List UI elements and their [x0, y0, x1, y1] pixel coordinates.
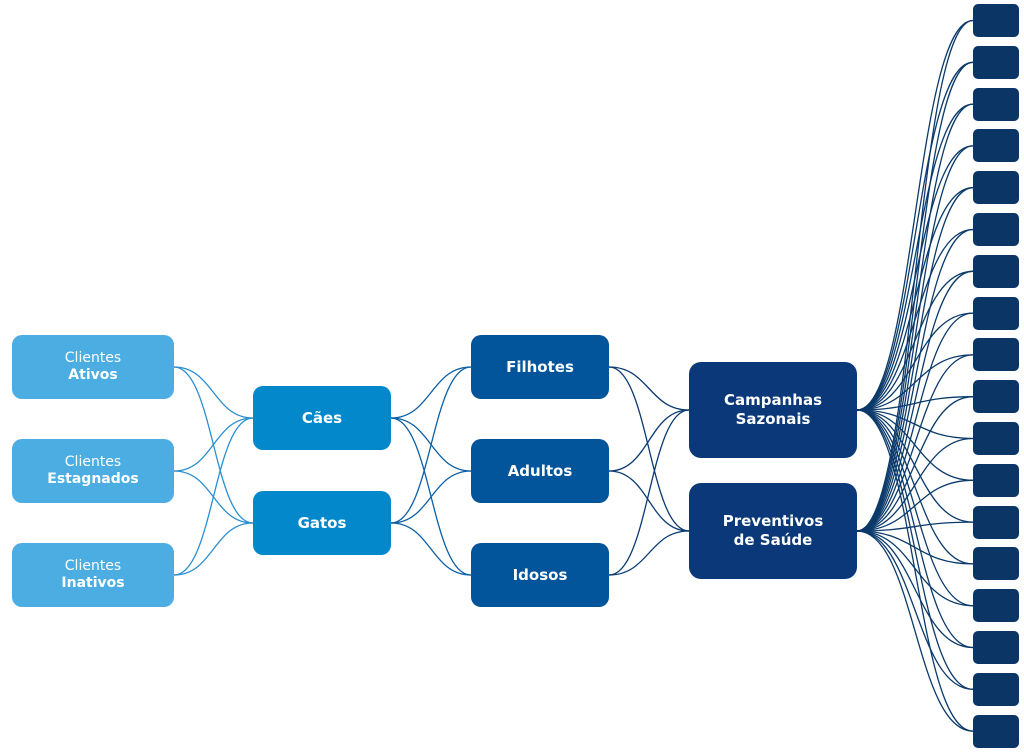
- node-label-top: Clientes: [64, 453, 122, 470]
- node-label-top: Clientes: [64, 557, 122, 574]
- leaf-node[interactable]: [973, 171, 1019, 205]
- link-campaign-leaf: [856, 530, 974, 565]
- link-campaign-leaf: [856, 145, 974, 532]
- node-clientes-ativos[interactable]: Clientes Ativos: [12, 335, 174, 399]
- leaf-node[interactable]: [973, 422, 1019, 455]
- leaf-node[interactable]: [973, 631, 1019, 664]
- link-species-age: [390, 522, 472, 576]
- link-campaign-leaf: [856, 312, 974, 532]
- leaf-node[interactable]: [973, 254, 1019, 288]
- link-client-species: [173, 417, 254, 472]
- link-age-campaign: [608, 530, 690, 576]
- leaf-node[interactable]: [973, 87, 1019, 121]
- link-species-age: [390, 366, 472, 524]
- node-label-line2: de Saúde: [733, 531, 813, 549]
- link-campaign-leaf: [856, 228, 974, 532]
- leaf-node[interactable]: [973, 45, 1019, 79]
- leaf-node[interactable]: [973, 505, 1019, 539]
- link-campaign-leaf: [856, 187, 974, 532]
- node-clientes-inativos[interactable]: Clientes Inativos: [12, 543, 174, 607]
- link-age-campaign: [608, 409, 690, 472]
- link-campaign-leaf: [856, 530, 974, 690]
- leaf-node[interactable]: [973, 213, 1019, 246]
- node-gatos[interactable]: Gatos: [253, 491, 391, 555]
- link-campaign-leaf: [856, 409, 974, 481]
- leaf-node[interactable]: [973, 463, 1019, 497]
- leaf-node[interactable]: [973, 338, 1019, 372]
- node-caes[interactable]: Cães: [253, 386, 391, 450]
- link-campaign-leaf: [856, 103, 974, 411]
- link-campaign-leaf: [856, 521, 974, 532]
- link-campaign-leaf: [856, 409, 974, 565]
- link-campaign-leaf: [856, 530, 974, 732]
- link-campaign-leaf: [856, 409, 974, 523]
- node-campanhas-sazonais[interactable]: Campanhas Sazonais: [689, 362, 857, 458]
- leaf-node[interactable]: [973, 4, 1019, 37]
- link-client-species: [173, 522, 254, 576]
- node-label: Adultos: [507, 461, 573, 480]
- node-label: Cães: [301, 408, 343, 427]
- node-idosos[interactable]: Idosos: [471, 543, 609, 607]
- link-campaign-leaf: [856, 409, 974, 690]
- link-campaign-leaf: [856, 19, 974, 411]
- link-age-campaign: [608, 366, 690, 411]
- node-adultos[interactable]: Adultos: [471, 439, 609, 503]
- link-campaign-leaf: [856, 479, 974, 532]
- node-label-line1: Preventivos: [722, 512, 824, 531]
- node-label-bottom: Inativos: [61, 575, 125, 591]
- link-campaign-leaf: [856, 19, 974, 532]
- leaf-node[interactable]: [973, 589, 1019, 623]
- link-client-species: [173, 417, 254, 576]
- link-campaign-leaf: [856, 103, 974, 532]
- link-campaign-leaf: [856, 530, 974, 607]
- link-age-campaign: [608, 409, 690, 576]
- link-campaign-leaf: [856, 530, 974, 649]
- link-campaign-leaf: [856, 409, 974, 607]
- node-label-top: Clientes: [64, 349, 122, 366]
- node-clientes-estagnados[interactable]: Clientes Estagnados: [12, 439, 174, 503]
- link-campaign-leaf: [856, 437, 974, 532]
- link-campaign-leaf: [856, 354, 974, 532]
- link-age-campaign: [608, 366, 690, 532]
- link-age-campaign: [608, 470, 690, 532]
- node-label-line1: Campanhas: [723, 391, 823, 410]
- leaf-node[interactable]: [973, 672, 1019, 706]
- node-label: Filhotes: [506, 357, 574, 376]
- node-label-bottom: Ativos: [68, 367, 118, 383]
- leaf-node[interactable]: [973, 547, 1019, 581]
- node-label-line2: Sazonais: [735, 410, 811, 428]
- link-species-age: [390, 470, 472, 524]
- link-campaign-leaf: [856, 409, 974, 732]
- leaf-node[interactable]: [973, 296, 1019, 330]
- leaf-node[interactable]: [973, 714, 1019, 748]
- leaf-node[interactable]: [973, 129, 1019, 163]
- leaf-node[interactable]: [973, 380, 1019, 414]
- node-preventivos-de-saude[interactable]: Preventivos de Saúde: [689, 483, 857, 579]
- link-species-age: [390, 366, 472, 419]
- link-campaign-leaf: [856, 61, 974, 411]
- node-label: Gatos: [297, 513, 347, 532]
- link-campaign-leaf: [856, 396, 974, 532]
- link-campaign-leaf: [856, 270, 974, 532]
- link-campaign-leaf: [856, 409, 974, 649]
- node-label-bottom: Estagnados: [47, 471, 139, 487]
- node-label: Idosos: [512, 565, 568, 584]
- link-campaign-leaf: [856, 61, 974, 532]
- node-filhotes[interactable]: Filhotes: [471, 335, 609, 399]
- link-client-species: [173, 366, 254, 419]
